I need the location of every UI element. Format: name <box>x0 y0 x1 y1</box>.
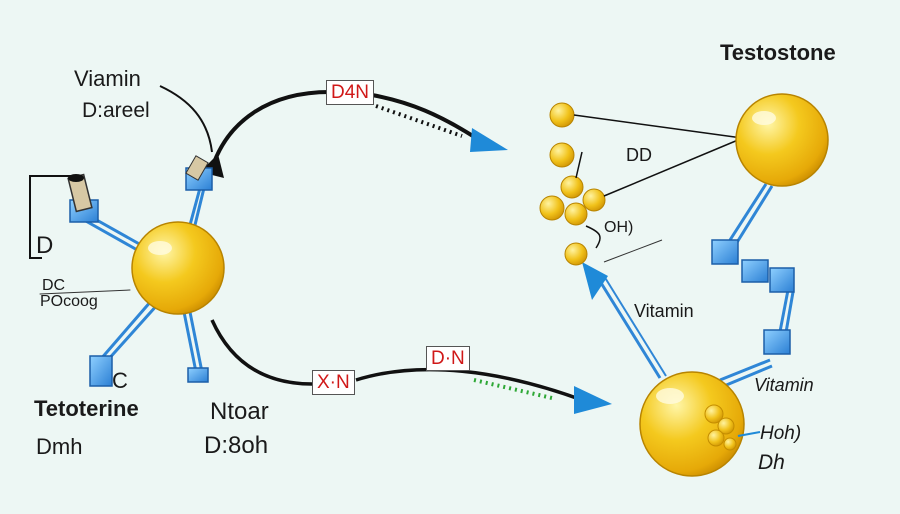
bottom-curved-arrow-left <box>210 319 313 386</box>
upward-arrowhead <box>582 262 608 300</box>
tan-stick-2 <box>185 155 209 181</box>
tag-top: D4N <box>326 80 375 105</box>
label-d-areel: D:areel <box>82 99 150 122</box>
label-ntoar: Ntoar <box>210 398 269 425</box>
label-vitamin-left: Viamin <box>74 66 141 91</box>
chain-block-1 <box>711 239 739 265</box>
chain-block-3 <box>769 267 795 293</box>
right-top-molecule <box>735 93 829 187</box>
label-dh: Dh <box>758 451 785 474</box>
right-blue-chain <box>711 239 795 355</box>
label-dmh: Dmh <box>36 434 83 459</box>
tag-mid-right: D·N <box>426 346 470 371</box>
block-bottom-left <box>89 355 113 387</box>
left-molecule <box>131 221 225 315</box>
bottom-green-dotted-line <box>473 378 553 400</box>
label-dc: DC <box>42 277 66 294</box>
inner-bubbles <box>704 404 737 451</box>
chain-block-4 <box>763 329 791 355</box>
small-molecule-cluster <box>539 102 606 266</box>
label-c-mark: C <box>112 368 128 393</box>
top-arrow-right-segment <box>371 93 478 140</box>
label-tetoterine: Tetoterine <box>34 396 139 421</box>
hoh-pointer <box>737 431 761 437</box>
viamin-pointer <box>159 85 213 153</box>
label-dd: DD <box>626 145 652 165</box>
cluster-lines <box>573 114 743 249</box>
block-bottom-center <box>187 367 209 383</box>
label-vitamin-mid: Vitamin <box>634 301 694 321</box>
label-d-side: D <box>36 232 54 259</box>
top-curved-arrow <box>210 90 331 169</box>
label-vitamin-right: Vitamin <box>754 375 814 395</box>
label-oh: OH) <box>604 219 634 236</box>
left-bracket <box>29 175 72 259</box>
bottom-blue-arrowhead <box>574 386 612 414</box>
label-hoh: Hoh) <box>760 423 802 444</box>
label-testosterone-top: Testostone <box>720 40 836 65</box>
label-pocoog: POcoog <box>40 293 98 310</box>
top-blue-arrowhead <box>470 128 508 152</box>
upward-arrow-shaft <box>596 277 662 379</box>
tag-mid-left: X·N <box>312 370 355 395</box>
chain-block-2 <box>741 259 769 283</box>
label-d8oh: D:8oh <box>204 432 269 459</box>
bottom-curved-arrow-right <box>355 367 583 402</box>
right-bonds <box>603 183 795 388</box>
